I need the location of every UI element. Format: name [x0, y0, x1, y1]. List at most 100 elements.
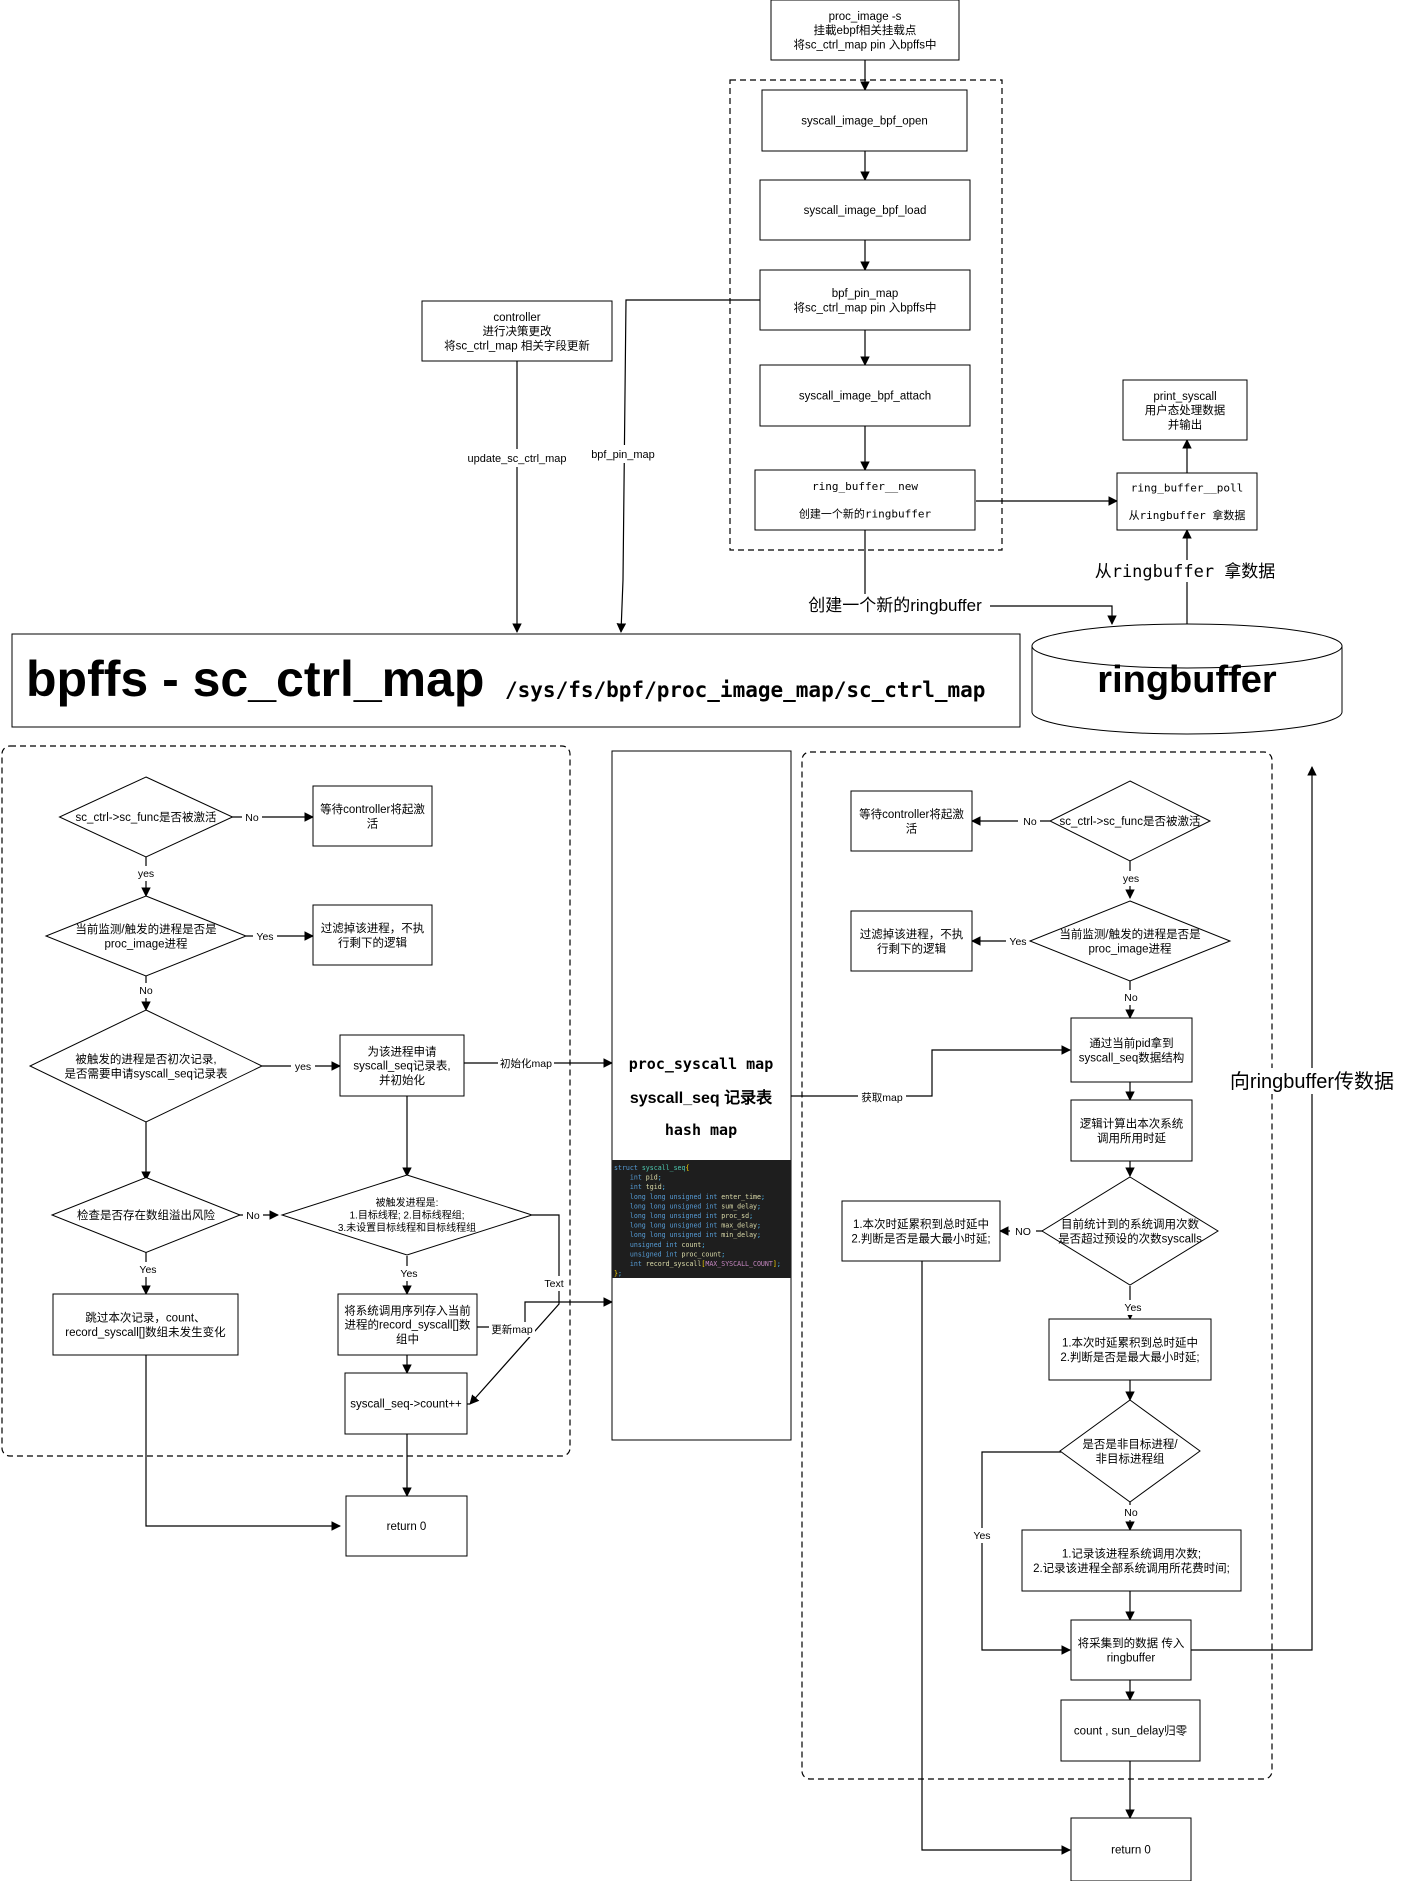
process-box [421, 300, 613, 362]
label-no: No [139, 985, 153, 997]
right-ebpf-region [801, 751, 1273, 1780]
label-take-ringbuffer-data: 从ringbuffer 拿数据 [1095, 561, 1276, 582]
node-text-line: 等待controller将起激 [320, 802, 425, 816]
node-text-line: ringbuffer [1107, 1652, 1156, 1664]
map-title-line: proc_syscall map [629, 1055, 774, 1073]
label-send-ringbuffer-data: 向ringbuffer传数据 [1230, 1070, 1394, 1093]
node-text-line: 将sc_ctrl_map 相关字段更新 [444, 339, 590, 353]
label-yes: yes [1123, 873, 1139, 885]
node-text-line: 活 [367, 816, 379, 830]
decision-diamond [280, 1174, 534, 1256]
label-no: No [246, 1210, 260, 1222]
node-text-line: 是否需要申请syscall_seq记录表 [65, 1066, 228, 1080]
node-text-line: 为该进程申请 [368, 1044, 437, 1058]
node-text-line: record_syscall[]数组未发生变化 [65, 1325, 226, 1339]
node-text-line: 1.本次时延累积到总时延中 [853, 1217, 989, 1231]
process-box [754, 469, 976, 531]
process-box [759, 179, 971, 241]
decision-diamond [58, 776, 234, 858]
code-line: }; [614, 1270, 622, 1278]
code-line: struct syscall_seq{ [614, 1164, 689, 1172]
code-snippet: struct syscall_seq{ int pid; int tgid; l… [614, 1164, 781, 1278]
process-box [850, 790, 973, 852]
node-r-push: 将采集到的数据 传入 ringbuffer [1070, 1619, 1192, 1681]
process-box [339, 1034, 465, 1097]
process-box [1122, 379, 1248, 441]
node-text-line: 调用所用时延 [1097, 1132, 1166, 1145]
label-init-map: 初始化map [500, 1057, 552, 1070]
node-text-line: 1.本次时延累积到总时延中 [1062, 1335, 1198, 1349]
node-text-line: 被触发进程是: [376, 1196, 439, 1209]
node-r-record: 1.记录该进程系统调用次数;2.记录该进程全部系统调用所花费时间; [1021, 1529, 1242, 1592]
node-text-line: syscall_image_bpf_load [804, 205, 927, 217]
node-text-line: 1.目标线程; 2.目标线程组; [349, 1209, 464, 1222]
node-text-line: controller [493, 312, 540, 324]
node-l-dia3: 被触发的进程是否初次记录,是否需要申请syscall_seq记录表 [28, 1009, 264, 1123]
label-yes: Yes [400, 1268, 417, 1280]
ringbuffer-label: ringbuffer [1097, 659, 1277, 701]
process-box [1070, 1099, 1193, 1162]
process-box [345, 1495, 468, 1557]
node-text-line: 非目标进程组 [1096, 1451, 1165, 1465]
bpffs-title: bpffs - sc_ctrl_map [26, 651, 484, 707]
node-text-line: 活 [906, 821, 918, 835]
node-text-line: 行剩下的逻辑 [877, 941, 946, 955]
node-bpf-attach: syscall_image_bpf_attach [759, 364, 971, 427]
node-text-line: 过滤掉该进程，不执 [860, 927, 964, 941]
node-text-line: 2.判断是否是最大最小时延; [1060, 1350, 1199, 1364]
label-create-ringbuffer: 创建一个新的ringbuffer [808, 596, 982, 615]
code-line: int record_syscall[MAX_SYSCALL_COUNT]; [614, 1260, 781, 1268]
node-text-line: 并初始化 [379, 1073, 425, 1087]
label-yes: Yes [139, 1264, 156, 1276]
node-text-line: proc_image进程 [104, 937, 188, 950]
node-r-ret: return 0 [1070, 1817, 1192, 1881]
node-text-line: 组中 [396, 1332, 419, 1346]
decision-diamond [1028, 900, 1232, 982]
node-text-line: 是否是非目标进程/ [1082, 1438, 1178, 1451]
label-text: Text [544, 1278, 563, 1290]
label-yes: yes [295, 1061, 311, 1073]
bpffs-banner: bpffs - sc_ctrl_map /sys/fs/bpf/proc_ima… [11, 633, 1021, 728]
node-text-line: bpf_pin_map [832, 288, 899, 300]
code-line: long long unsigned int sum_delay; [614, 1202, 761, 1210]
node-l-dia5: 被触发进程是:1.目标线程; 2.目标线程组;3.未设置目标线程和目标线程组 [280, 1174, 534, 1256]
node-text-line: 是否超过预设的次数syscalls [1058, 1231, 1202, 1245]
bpf-setup-region [729, 79, 1003, 551]
process-box [1021, 1529, 1242, 1592]
process-box [1070, 1817, 1192, 1881]
decision-diamond [1041, 1176, 1219, 1286]
map-title-line: syscall_seq 记录表 [630, 1088, 773, 1107]
node-text-line: proc_image -s [829, 11, 902, 23]
process-box [52, 1293, 239, 1356]
code-line: long long unsigned int max_delay; [614, 1222, 761, 1230]
node-text-line: 2.判断是否是最大最小时延; [851, 1231, 990, 1245]
decision-diamond [1048, 780, 1212, 862]
process-box [841, 1200, 1001, 1262]
node-text-line: 3.未设置目标线程和目标线程组 [338, 1221, 476, 1234]
process-box [1116, 472, 1258, 531]
label-get-map: 获取map [861, 1092, 903, 1104]
node-text-line: 将采集到的数据 传入 [1078, 1636, 1185, 1650]
label-no: NO [1015, 1226, 1031, 1238]
code-line: long long unsigned int min_delay; [614, 1231, 761, 1239]
node-l-dia1: sc_ctrl->sc_func是否被激活 [58, 776, 234, 858]
label-update-map: 更新map [491, 1323, 533, 1336]
process-box [761, 89, 968, 152]
label-no: No [1124, 992, 1138, 1004]
code-line: int tgid; [614, 1183, 666, 1191]
node-text-line: print_syscall [1153, 391, 1216, 403]
label-no: No [1023, 816, 1037, 828]
